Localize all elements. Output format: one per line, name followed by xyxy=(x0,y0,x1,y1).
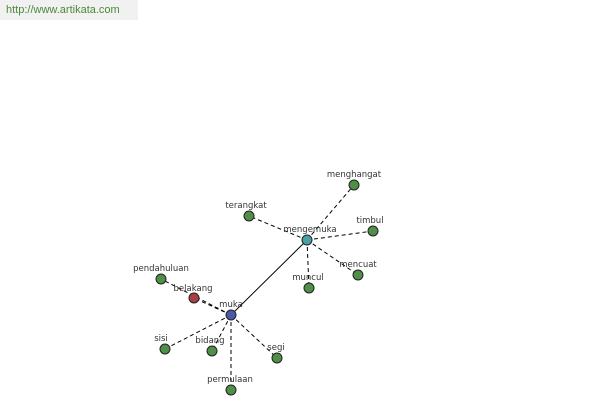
edge-muka-segi xyxy=(230,314,278,359)
label-muncul: muncul xyxy=(292,273,323,283)
label-bidang: bidang xyxy=(195,336,224,346)
labels: muka mengemuka belakang pendahuluan sisi… xyxy=(133,170,383,385)
label-mencuat: mencuat xyxy=(339,260,377,270)
label-mengemuka: mengemuka xyxy=(283,225,336,235)
node-timbul[interactable] xyxy=(367,225,379,237)
label-permulaan: permulaan xyxy=(207,375,253,385)
node-belakang[interactable] xyxy=(188,292,200,304)
node-sisi[interactable] xyxy=(159,343,171,355)
edges xyxy=(160,184,374,390)
site-url-link[interactable]: http://www.artikata.com xyxy=(6,4,120,16)
label-menghangat: menghangat xyxy=(327,170,382,180)
node-terangkat[interactable] xyxy=(243,210,255,222)
edge-mengemuka-terangkat xyxy=(248,215,308,241)
node-mencuat[interactable] xyxy=(352,269,364,281)
node-pendahuluan[interactable] xyxy=(155,273,167,285)
node-menghangat[interactable] xyxy=(348,179,360,191)
edge-mengemuka-mencuat xyxy=(306,239,359,276)
label-pendahuluan: pendahuluan xyxy=(133,264,189,274)
node-segi[interactable] xyxy=(271,352,283,364)
edge-muka-mengemuka xyxy=(230,239,308,316)
label-sisi: sisi xyxy=(154,334,168,344)
nodes xyxy=(155,179,379,396)
label-terangkat: terangkat xyxy=(225,201,267,211)
edge-muka-pendahuluan xyxy=(160,278,232,316)
label-timbul: timbul xyxy=(356,216,383,226)
edge-mengemuka-muncul xyxy=(306,239,310,289)
node-muncul[interactable] xyxy=(303,282,315,294)
node-permulaan[interactable] xyxy=(225,384,237,396)
label-belakang: belakang xyxy=(174,284,213,294)
url-banner: http://www.artikata.com xyxy=(0,0,138,20)
node-bidang[interactable] xyxy=(206,345,218,357)
edge-mengemuka-menghangat xyxy=(306,184,355,241)
label-muka: muka xyxy=(219,300,243,310)
edge-muka-sisi xyxy=(164,314,232,350)
node-mengemuka[interactable] xyxy=(301,234,313,246)
label-segi: segi xyxy=(267,343,284,353)
node-muka[interactable] xyxy=(225,309,237,321)
